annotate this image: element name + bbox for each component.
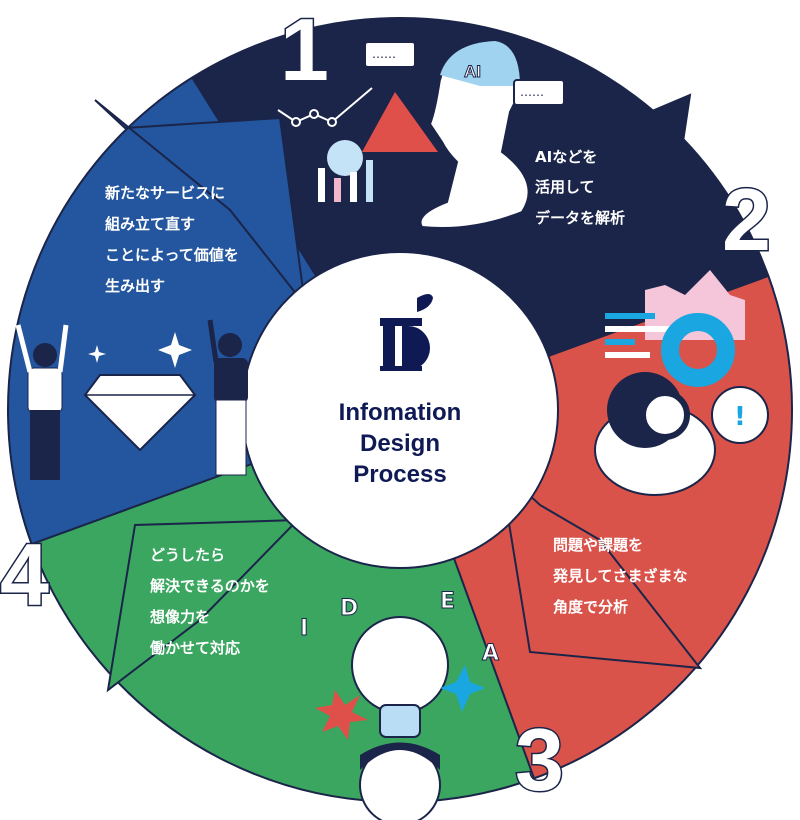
diamond-icon	[83, 374, 197, 452]
ai-label: AI	[464, 62, 481, 81]
step-4-line: 組み立て直す	[105, 215, 195, 233]
step-4-illustration	[15, 319, 248, 480]
svg-text:……: ……	[520, 85, 544, 99]
step-4-text: 新たなサービスに 組み立て直す ことによって価値を 生み出す	[105, 184, 239, 295]
step-3-text: どうしたら 解決できるのかを 想像力を 働かせて対応	[149, 546, 270, 657]
magnifying-glass-icon	[640, 390, 690, 440]
logo-icon	[380, 294, 433, 371]
step-1-line: AIなどを	[535, 148, 597, 166]
step-1-line: データを解析	[535, 209, 625, 227]
step-2-arrowhead	[498, 465, 703, 670]
triangle-icon	[362, 92, 438, 152]
step-3-line: 働かせて対応	[149, 639, 240, 657]
step-2-line: 問題や課題を	[553, 536, 643, 554]
step-4-line: ことによって価値を	[105, 246, 239, 264]
person-right-icon	[207, 319, 248, 476]
speech-bubble-icon	[513, 79, 565, 106]
exclamation-label: !	[734, 402, 746, 432]
step-1-arrowhead	[476, 93, 692, 302]
sparkle-icon	[158, 332, 192, 368]
step-2-text: 問題や課題を 発見してさまざまな 角度で分析	[552, 536, 688, 616]
center-title-line-1: Infomation	[339, 399, 462, 426]
letter-e: E	[440, 589, 455, 614]
step-1-line: 活用して	[535, 178, 595, 196]
center-title-line-2: Design	[360, 430, 440, 457]
letter-a: A	[482, 641, 499, 666]
step-2-line: 発見してさまざまな	[552, 567, 688, 585]
center-title-line-3: Process	[353, 461, 446, 488]
step-4-arrowhead	[94, 99, 307, 309]
step-3-illustration: I D E A	[300, 589, 500, 820]
step-4-number: 4	[0, 525, 49, 624]
step-1-text: AIなどを 活用して データを解析	[535, 148, 625, 227]
step-2-line: 角度で分析	[553, 598, 628, 616]
person-left-icon	[15, 324, 69, 480]
step-4-line: 生み出す	[105, 277, 165, 295]
step-3-number: 3	[515, 710, 564, 809]
pie-chart-icon	[327, 140, 363, 176]
speech-bubble-icon	[364, 41, 416, 68]
donut-chart-icon	[661, 313, 735, 387]
light-bulb-icon	[351, 616, 449, 714]
letter-d: D	[340, 596, 358, 621]
step-3-line: 解決できるのかを	[150, 577, 270, 595]
sparkle-icon	[88, 345, 106, 363]
step-1-illustration: AI …… ……	[277, 40, 565, 229]
svg-text:……: ……	[372, 47, 396, 61]
step-3-line: 想像力を	[149, 608, 210, 626]
step-4-line: 新たなサービスに	[105, 184, 225, 202]
letter-i: I	[300, 616, 308, 641]
burst-icon	[315, 690, 368, 740]
sparkle-icon	[440, 665, 485, 712]
step-2-number: 2	[722, 170, 771, 269]
step-2-illustration: !	[594, 270, 769, 496]
exclamation-bubble-icon	[711, 386, 769, 444]
arrowheads	[94, 93, 703, 693]
step-1-number: 1	[280, 0, 329, 99]
step-3-line: どうしたら	[150, 546, 225, 564]
